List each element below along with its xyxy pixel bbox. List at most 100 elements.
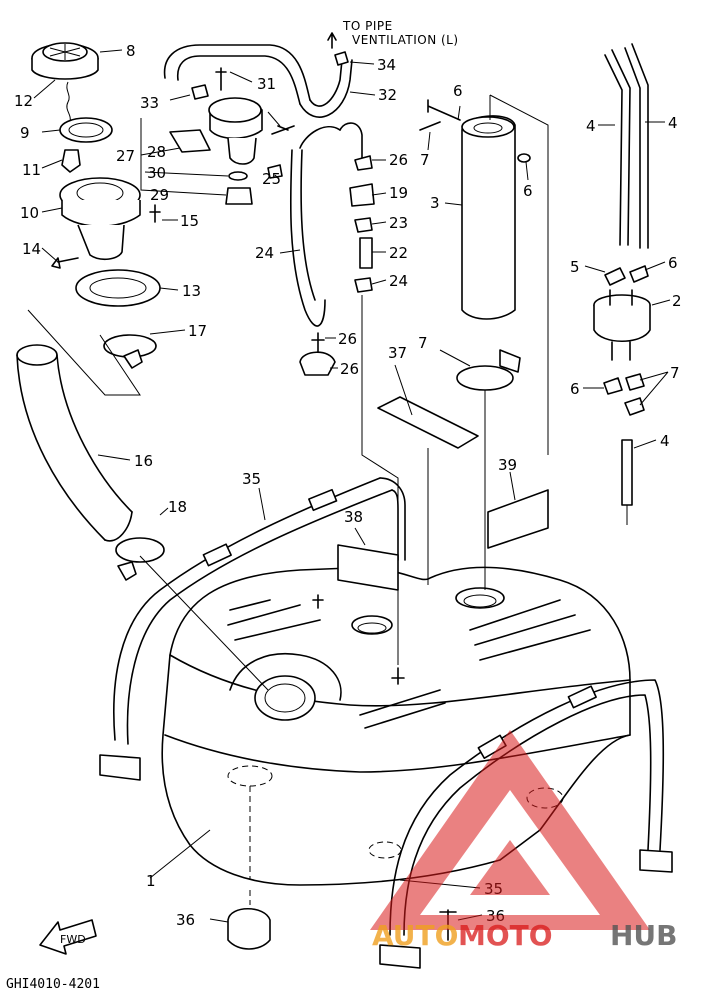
callout-7-left: 6 [570, 380, 580, 398]
callout-12: 8 [126, 42, 136, 60]
fuel-pipes-4 [604, 43, 649, 249]
callout-10: 7 [420, 151, 430, 169]
neck-gasket [75, 269, 161, 307]
callout-39: 37 [388, 344, 407, 362]
callout-6-right: 6 [668, 254, 678, 272]
fuel-tank [161, 566, 631, 886]
check-valve [349, 183, 375, 207]
bolt-8 [427, 99, 461, 121]
band-11 [456, 349, 521, 391]
callout-36-upper: 35 [242, 470, 261, 488]
callout-6-left: 5 [570, 258, 580, 276]
callout-4-right: 4 [668, 114, 678, 132]
vent-hose-25 [289, 122, 363, 327]
callout-14: 10 [20, 204, 39, 222]
clip-7-right [625, 373, 645, 391]
cap-clip [61, 149, 81, 173]
hose-clip-26-upper [354, 155, 373, 171]
callout-19: 15 [180, 212, 199, 230]
callout-23: 22 [389, 244, 408, 262]
callout-40-left: 38 [344, 508, 363, 526]
callout-32: 30 [147, 164, 166, 182]
hose-clamp-lower [115, 537, 165, 581]
callout-20: 16 [134, 452, 153, 470]
hose-clip-upper [271, 125, 295, 135]
pump-bracket [169, 129, 211, 153]
tank-strap-rear [379, 679, 673, 969]
pump-screw [215, 67, 227, 91]
callout-35-right: 34 [377, 56, 396, 74]
fwd-arrow: FWD [39, 919, 97, 955]
callout-16: 12 [14, 92, 33, 110]
fuel-hose-5 [621, 439, 633, 506]
leader-lines [33, 49, 671, 923]
callout-38: 36 [176, 911, 195, 929]
clip-6-left [604, 267, 626, 286]
callout-24-lower: 24 [389, 272, 408, 290]
hose-clip-26-lower [267, 164, 283, 179]
diagram-code: GHI4010-4201 [6, 977, 100, 992]
cap-chain [66, 81, 71, 123]
watermark-auto: AUTO [372, 919, 458, 952]
callout-9: 6 [523, 182, 533, 200]
callout-15: 11 [22, 161, 41, 179]
callout-17: 13 [182, 282, 201, 300]
callout-24-upper: 23 [389, 214, 408, 232]
callout-5: 4 [660, 432, 670, 450]
callout-7-right: 7 [670, 364, 680, 382]
clip-7-left [603, 377, 623, 395]
callout-33: 31 [257, 75, 276, 93]
washer-9 [517, 153, 531, 163]
tank-strap-front [99, 477, 406, 781]
callout-1: 1 [146, 872, 156, 890]
pump-filter [225, 187, 253, 205]
callout-26-right: 26 [389, 151, 408, 169]
callout-18: 14 [22, 240, 41, 258]
short-hose [359, 237, 373, 269]
hose-clip-24-lower [354, 277, 373, 293]
note-to-pipe: TO PIPE [342, 19, 393, 33]
neck-screw [149, 204, 161, 223]
watermark-moto: MOTO [458, 919, 553, 952]
damper-38 [227, 908, 271, 950]
callout-29: 27 [116, 147, 135, 165]
clip-7-lower [624, 397, 645, 416]
o-ring [228, 171, 248, 181]
watermark-hub: HUB [610, 919, 678, 952]
callout-26-left: 25 [262, 170, 281, 188]
fuel-filter-2 [593, 289, 651, 361]
callout-2: 2 [672, 292, 682, 310]
callout-35-left: 33 [140, 94, 159, 112]
filler-neck [59, 177, 141, 261]
callout-30: 28 [147, 143, 166, 161]
callout-21-upper: 17 [188, 322, 207, 340]
callout-34: 32 [378, 86, 397, 104]
note-ventilation: VENTILATION (L) [352, 33, 459, 47]
callout-27: 26 [340, 360, 359, 378]
clip-6-right [629, 265, 649, 283]
callout-22: 19 [389, 184, 408, 202]
hose-clip-24-upper [354, 217, 373, 233]
fwd-label: FWD [60, 933, 86, 946]
callout-8: 6 [453, 82, 463, 100]
callout-25: 24 [255, 244, 274, 262]
hose-guide-line-center [361, 295, 399, 665]
vent-hose-34 [163, 44, 353, 118]
hose-clip-35 [191, 84, 209, 100]
callout-40-right: 39 [498, 456, 517, 474]
hose-holder-27 [299, 351, 336, 376]
pump-tube [461, 115, 516, 320]
callout-31: 29 [150, 186, 169, 204]
callout-13: 9 [20, 124, 30, 142]
callout-21-lower: 18 [168, 498, 187, 516]
pipe-clip-35 [334, 51, 349, 66]
callout-11: 7 [418, 334, 428, 352]
fuel-cap [31, 42, 99, 80]
bolt-28 [311, 332, 325, 353]
callout-4-left: 4 [586, 117, 596, 135]
cap-gasket [59, 117, 113, 143]
fuel-pump-unit [208, 97, 263, 165]
pin-10 [419, 121, 441, 131]
pad-39 [377, 396, 479, 449]
